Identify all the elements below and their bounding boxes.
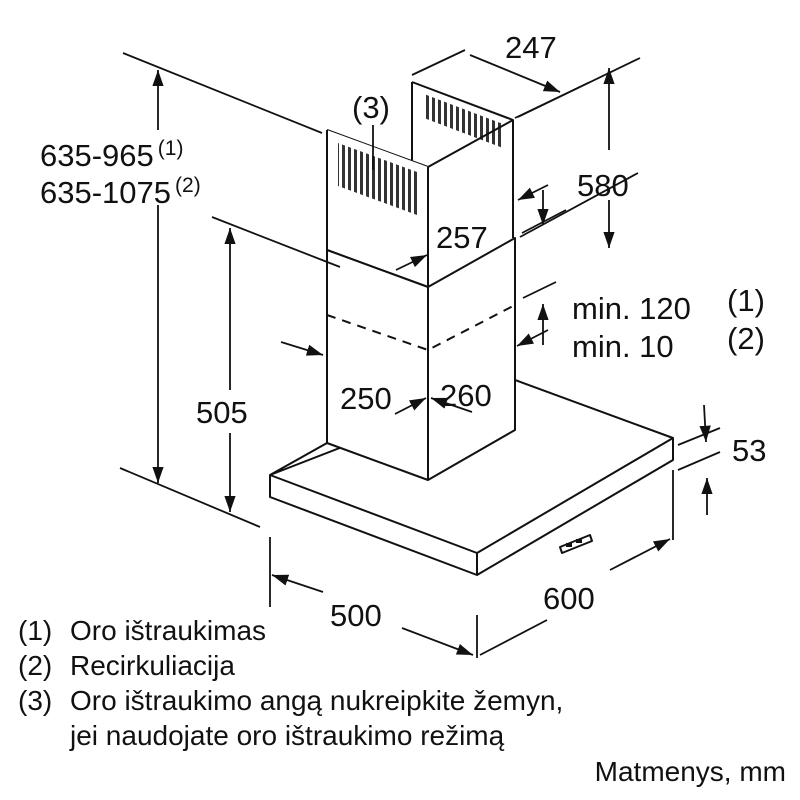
lower-chimney: [326, 237, 516, 481]
dim-580: 580: [577, 168, 629, 203]
legend-item-1: (1) Oro ištraukimas: [18, 617, 266, 645]
dim-min-120-ref: (1): [727, 283, 765, 318]
control-panel-icon: [559, 534, 593, 554]
dim-min-120: min. 120: [572, 291, 691, 326]
dim-min-10: min. 10: [572, 329, 674, 364]
legend-text: Oro ištraukimo angą nukreipkite žemyn,: [70, 685, 564, 716]
legend-text: Recirkuliacija: [70, 650, 235, 681]
legend-text: Oro ištraukimas: [70, 615, 267, 646]
legend-num: (1): [18, 615, 53, 646]
legend-item-3-cont: jei naudojate oro ištraukimo režimą: [18, 722, 504, 750]
dim-500: 500: [330, 598, 382, 633]
min-overlap-dashed-line: [326, 304, 516, 351]
dim-total-height-2: 635-1075(2): [40, 174, 201, 210]
legend-item-3: (3) Oro ištraukimo angą nukreipkite žemyn…: [18, 687, 563, 715]
dim-505: 505: [196, 395, 248, 430]
dim-600: 600: [543, 581, 595, 616]
dim-250: 250: [340, 381, 392, 416]
dim-min-10-ref: (2): [727, 321, 765, 356]
legend-num: (3): [18, 685, 53, 716]
legend-item-2: (2) Recirkuliacija: [18, 652, 235, 680]
canopy: [269, 379, 674, 576]
callout-3: (3): [352, 90, 390, 125]
dim-53: 53: [732, 433, 767, 468]
legend-num: (2): [18, 650, 53, 681]
dim-total-height-1: 635-965(1): [40, 137, 184, 173]
legend-text: jei naudojate oro ištraukimo režimą: [70, 720, 505, 751]
upper-chimney: [326, 81, 514, 288]
total-height-2-ref: (2): [175, 174, 201, 197]
dim-247: 247: [505, 30, 557, 65]
units-note: Matmenys, mm: [594, 756, 786, 787]
dim-260: 260: [440, 378, 492, 413]
dim-257: 257: [436, 220, 488, 255]
total-height-1-ref: (1): [157, 137, 184, 160]
total-height-1-value: 635-965: [40, 138, 154, 173]
total-height-2-value: 635-1075: [40, 175, 172, 210]
